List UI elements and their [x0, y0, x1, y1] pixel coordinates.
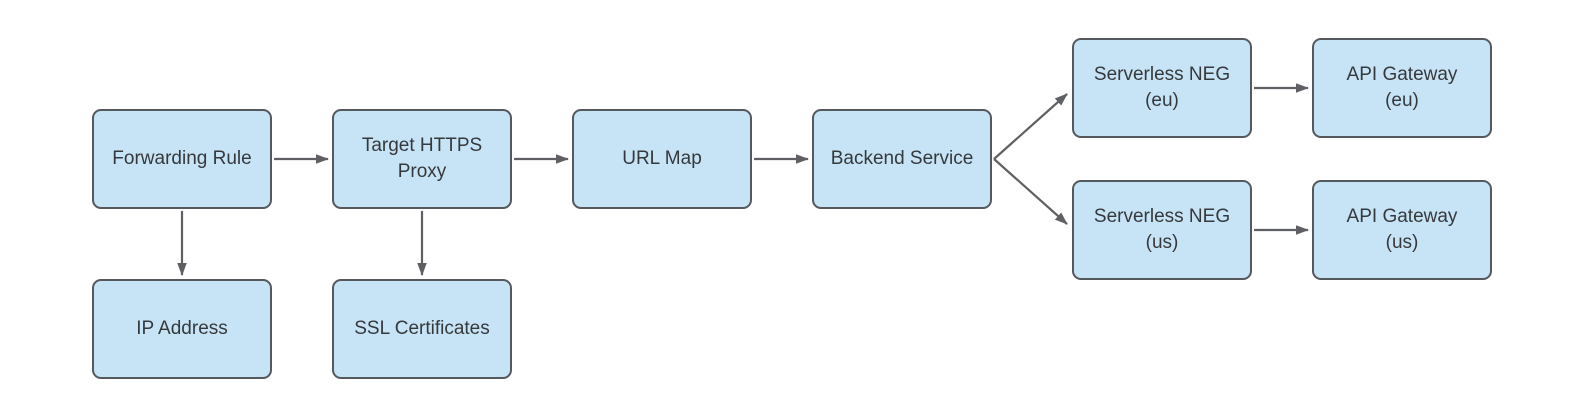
node-target-https-proxy[interactable]: Target HTTPS Proxy [332, 109, 512, 209]
node-serverless-neg-us-label: Serverless NEG (us) [1093, 206, 1231, 253]
node-serverless-neg-us[interactable]: Serverless NEG (us) [1072, 180, 1252, 280]
node-ssl-certificates-label: SSL Certificates [354, 318, 490, 340]
node-url-map-label: URL Map [622, 148, 702, 170]
node-api-gateway-eu-label: API Gateway (eu) [1346, 64, 1458, 111]
node-url-map[interactable]: URL Map [572, 109, 752, 209]
node-api-gateway-us-label: API Gateway (us) [1346, 206, 1458, 253]
node-serverless-neg-eu-label: Serverless NEG (eu) [1093, 64, 1231, 111]
edge-backend-service-to-serverless-neg-us [993, 158, 1068, 225]
node-ip-address[interactable]: IP Address [92, 279, 272, 379]
node-api-gateway-eu[interactable]: API Gateway (eu) [1312, 38, 1492, 138]
node-target-https-proxy-label: Target HTTPS Proxy [361, 135, 483, 182]
node-backend-service-label: Backend Service [830, 148, 974, 170]
node-api-gateway-us[interactable]: API Gateway (us) [1312, 180, 1492, 280]
node-ssl-certificates[interactable]: SSL Certificates [332, 279, 512, 379]
node-ip-address-label: IP Address [136, 318, 228, 340]
node-forwarding-rule-label: Forwarding Rule [112, 148, 252, 170]
node-forwarding-rule[interactable]: Forwarding Rule [92, 109, 272, 209]
edge-backend-service-to-serverless-neg-eu [993, 93, 1068, 160]
node-serverless-neg-eu[interactable]: Serverless NEG (eu) [1072, 38, 1252, 138]
node-backend-service[interactable]: Backend Service [812, 109, 992, 209]
